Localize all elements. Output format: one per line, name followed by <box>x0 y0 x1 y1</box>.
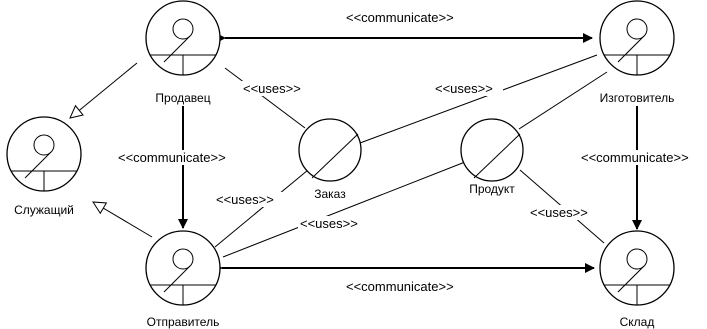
object-shipper-label: Отправитель <box>147 315 220 329</box>
object-order-label: Заказ <box>314 187 346 201</box>
label-shipper-order: <<uses>> <box>216 192 274 207</box>
link-shipper-product <box>222 161 466 258</box>
link-seller-employee <box>70 62 138 118</box>
object-manufacturer[interactable]: Изготовитель <box>599 0 675 105</box>
object-seller-label: Продавец <box>155 91 210 105</box>
link-manufacturer-order <box>359 54 598 144</box>
object-employee-label: Служащий <box>14 203 74 217</box>
label-manufacturer-order: <<uses>> <box>435 81 493 96</box>
link-shipper-order <box>214 169 309 248</box>
object-employee[interactable]: Служащий <box>6 116 82 217</box>
object-warehouse-label: Склад <box>620 315 655 329</box>
label-seller-order: <<uses>> <box>243 81 301 96</box>
link-seller-order <box>224 67 306 129</box>
link-shipper-employee <box>93 202 153 238</box>
connections <box>70 33 642 273</box>
object-product[interactable]: Продукт <box>460 118 524 196</box>
object-seller[interactable]: Продавец <box>145 0 221 105</box>
label-shipper-warehouse: <<communicate>> <box>346 279 454 294</box>
relation-labels: <<communicate>> <<communicate>> <<commun… <box>118 10 705 294</box>
label-seller-manufacturer: <<communicate>> <box>346 10 454 25</box>
label-manufacturer-warehouse: <<communicate>> <box>581 150 689 165</box>
object-manufacturer-label: Изготовитель <box>600 91 675 105</box>
object-shipper[interactable]: Отправитель <box>145 230 221 329</box>
label-warehouse-product: <<uses>> <box>530 205 588 220</box>
label-shipper-product: <<uses>> <box>300 216 358 231</box>
object-order[interactable]: Заказ <box>298 118 362 201</box>
object-product-label: Продукт <box>469 182 515 196</box>
link-manufacturer-product <box>518 71 608 130</box>
label-seller-shipper: <<communicate>> <box>118 150 226 165</box>
object-warehouse[interactable]: Склад <box>599 230 675 329</box>
